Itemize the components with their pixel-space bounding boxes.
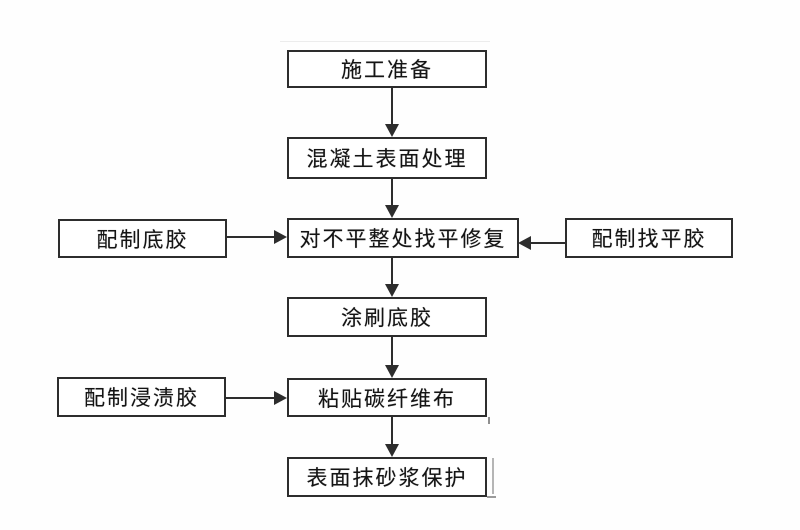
- connector-primer-adhesive-to-leveling: [227, 236, 275, 238]
- node-construction-prep: 施工准备: [287, 50, 487, 88]
- scan-artifact-border-tail: [488, 417, 490, 424]
- node-paste-carbon-fiber-cloth: 粘贴碳纤维布: [287, 378, 487, 417]
- arrow-left-icon: [518, 236, 531, 250]
- scan-artifact-ghost-line: [280, 41, 490, 42]
- node-prepare-impregnation-adhesive: 配制浸渍胶: [57, 377, 226, 417]
- connector-leveling-to-primer: [391, 258, 393, 285]
- connector-cloth-to-mortar: [391, 417, 393, 445]
- arrow-down-icon: [385, 205, 399, 218]
- node-prepare-leveling-adhesive: 配制找平胶: [565, 218, 733, 258]
- scan-artifact-border-tail: [492, 458, 494, 494]
- arrow-right-icon: [274, 391, 287, 405]
- node-concrete-surface-treatment: 混凝土表面处理: [287, 137, 487, 179]
- node-surface-mortar-protection: 表面抹砂浆保护: [287, 457, 487, 497]
- connector-impregnation-adhesive-to-cloth: [226, 397, 274, 399]
- arrow-down-icon: [385, 284, 399, 297]
- node-apply-primer: 涂刷底胶: [287, 297, 487, 337]
- connector-prep-to-surface: [391, 87, 393, 125]
- arrow-down-icon: [385, 124, 399, 137]
- arrow-right-icon: [274, 230, 287, 244]
- node-leveling-repair: 对不平整处找平修复: [287, 218, 519, 258]
- arrow-down-icon: [385, 365, 399, 378]
- connector-primer-to-cloth: [391, 337, 393, 366]
- connector-leveling-adhesive-to-leveling: [531, 242, 565, 244]
- connector-surface-to-leveling: [391, 179, 393, 206]
- scan-artifact-border-tail: [487, 496, 496, 498]
- arrow-down-icon: [385, 444, 399, 457]
- node-prepare-primer-adhesive: 配制底胶: [58, 219, 227, 258]
